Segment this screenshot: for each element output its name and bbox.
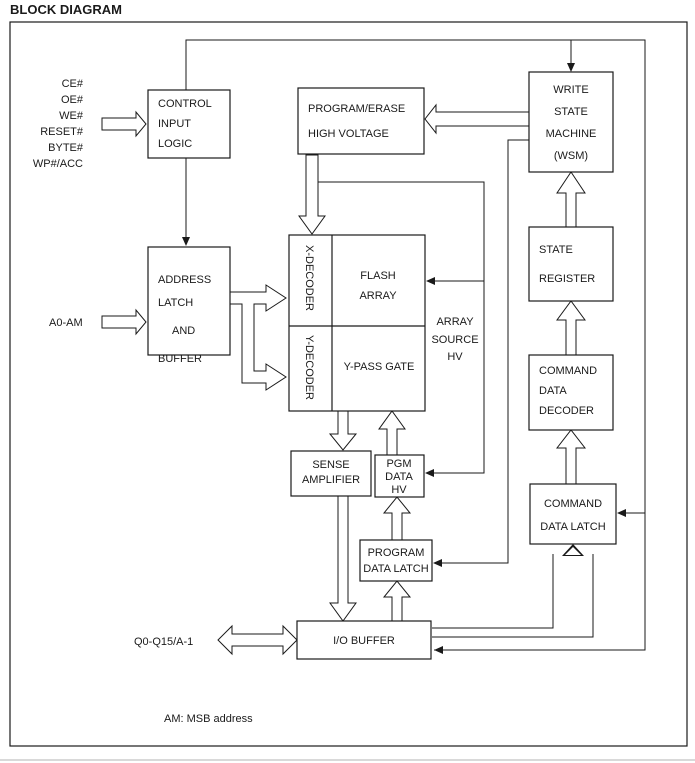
sense-label-2: AMPLIFIER [302, 474, 360, 486]
program-latch-label-1: PROGRAM [368, 547, 425, 559]
bus-hv-to-x-decoder [298, 154, 326, 235]
diagram-frame [9, 21, 688, 747]
decoder-label-3: DECODER [539, 405, 594, 417]
diagram-heading: BLOCK DIAGRAM [10, 2, 122, 17]
hv-label-1: PROGRAM/ERASE [308, 103, 405, 115]
bus-pgm-to-y-pass [378, 410, 406, 456]
bus-cap-command-latch [565, 547, 581, 555]
address-input-label: A0-AM [49, 317, 83, 329]
signal-oe: OE# [61, 94, 84, 106]
arrowhead-address-top [182, 237, 190, 246]
decoder-label-1: COMMAND [539, 365, 597, 377]
sense-amplifier-block [290, 450, 372, 497]
program-latch-label-2: DATA LATCH [363, 563, 428, 575]
x-decoder-label: X-DECODER [303, 245, 315, 311]
command-latch-label-1: COMMAND [544, 498, 602, 510]
control-label-2: INPUT [158, 118, 191, 130]
arrowhead-program-latch [433, 559, 442, 567]
bus-io-to-program-latch [382, 580, 412, 622]
command-latch-label-2: DATA LATCH [540, 521, 605, 533]
bus-address-input [101, 308, 147, 336]
arrowhead-flash-array [426, 277, 435, 285]
flash-array-label-2: ARRAY [359, 290, 397, 302]
arrowhead-pgm-data-hv [425, 469, 434, 477]
wire-io-to-command-latch-b [432, 554, 594, 638]
data-io-label: Q0-Q15/A-1 [134, 636, 193, 648]
flash-array-block [288, 234, 426, 412]
y-pass-gate-label: Y-PASS GATE [344, 361, 415, 373]
address-label-3: AND [172, 325, 195, 337]
write-state-machine-block [528, 71, 614, 173]
wire-io-to-command-latch-a [432, 554, 554, 629]
wire-control-to-top-rail [185, 39, 646, 651]
wsm-label-3: MACHINE [546, 128, 597, 140]
io-buffer-label: I/O BUFFER [333, 635, 395, 647]
bus-control-signals [101, 110, 147, 138]
pgm-label-2: DATA [385, 471, 413, 483]
address-latch-buffer-block [147, 246, 231, 356]
program-erase-hv-block [297, 87, 425, 155]
bus-data-io [217, 624, 298, 656]
signal-we: WE# [59, 110, 84, 122]
bus-decoder-to-state-register [556, 300, 586, 356]
msb-note: AM: MSB address [164, 713, 253, 725]
hv-label-2: HIGH VOLTAGE [308, 128, 389, 140]
address-label-4: BUFFER [158, 353, 202, 365]
array-source-label-2: SOURCE [431, 334, 478, 346]
bus-y-pass-to-sense [328, 410, 358, 451]
signal-ce: CE# [62, 78, 84, 90]
bus-latch-to-decoder [555, 429, 587, 485]
arrowhead-wsm-top [567, 63, 575, 72]
flash-array-label-1: FLASH [360, 270, 396, 282]
control-label-1: CONTROL [158, 98, 212, 110]
wsm-label-4: (WSM) [554, 150, 588, 162]
address-label-2: LATCH [158, 297, 193, 309]
y-decoder-label: Y-DECODER [303, 335, 315, 400]
wsm-label-2: STATE [554, 106, 588, 118]
arrowhead-command-latch-right [617, 509, 626, 517]
program-data-latch-block [359, 539, 433, 582]
decoder-label-2: DATA [539, 385, 567, 397]
address-label-1: ADDRESS [158, 274, 211, 286]
bus-program-latch-to-pgm [382, 496, 412, 541]
command-data-decoder-block [528, 354, 614, 431]
pgm-label-1: PGM [386, 458, 411, 470]
signal-reset: RESET# [40, 126, 84, 138]
signal-wp-acc: WP#/ACC [33, 158, 83, 170]
bus-address-to-decoders [229, 284, 287, 391]
page-bottom-rule [0, 759, 695, 761]
pgm-label-3: HV [391, 484, 407, 496]
wire-wsm-to-program-latch [441, 139, 529, 564]
signal-byte: BYTE# [48, 142, 84, 154]
state-register-label-2: REGISTER [539, 273, 595, 285]
command-data-latch-block [529, 483, 617, 545]
control-input-logic-block [147, 89, 231, 159]
array-source-label-1: ARRAY [436, 316, 474, 328]
sense-label-1: SENSE [312, 459, 349, 471]
wsm-label-1: WRITE [553, 84, 588, 96]
array-source-label-3: HV [447, 351, 463, 363]
wire-array-source-hv [318, 181, 485, 474]
state-register-label-1: STATE [539, 244, 573, 256]
pgm-data-hv-block [374, 454, 425, 498]
io-buffer-block [296, 620, 432, 660]
arrowhead-io-buffer-right [434, 646, 443, 654]
state-register-block [528, 226, 614, 302]
bus-wsm-to-hv [424, 103, 530, 135]
bus-state-register-to-wsm [556, 171, 586, 228]
control-label-3: LOGIC [158, 138, 192, 150]
bus-sense-to-io [329, 495, 357, 622]
